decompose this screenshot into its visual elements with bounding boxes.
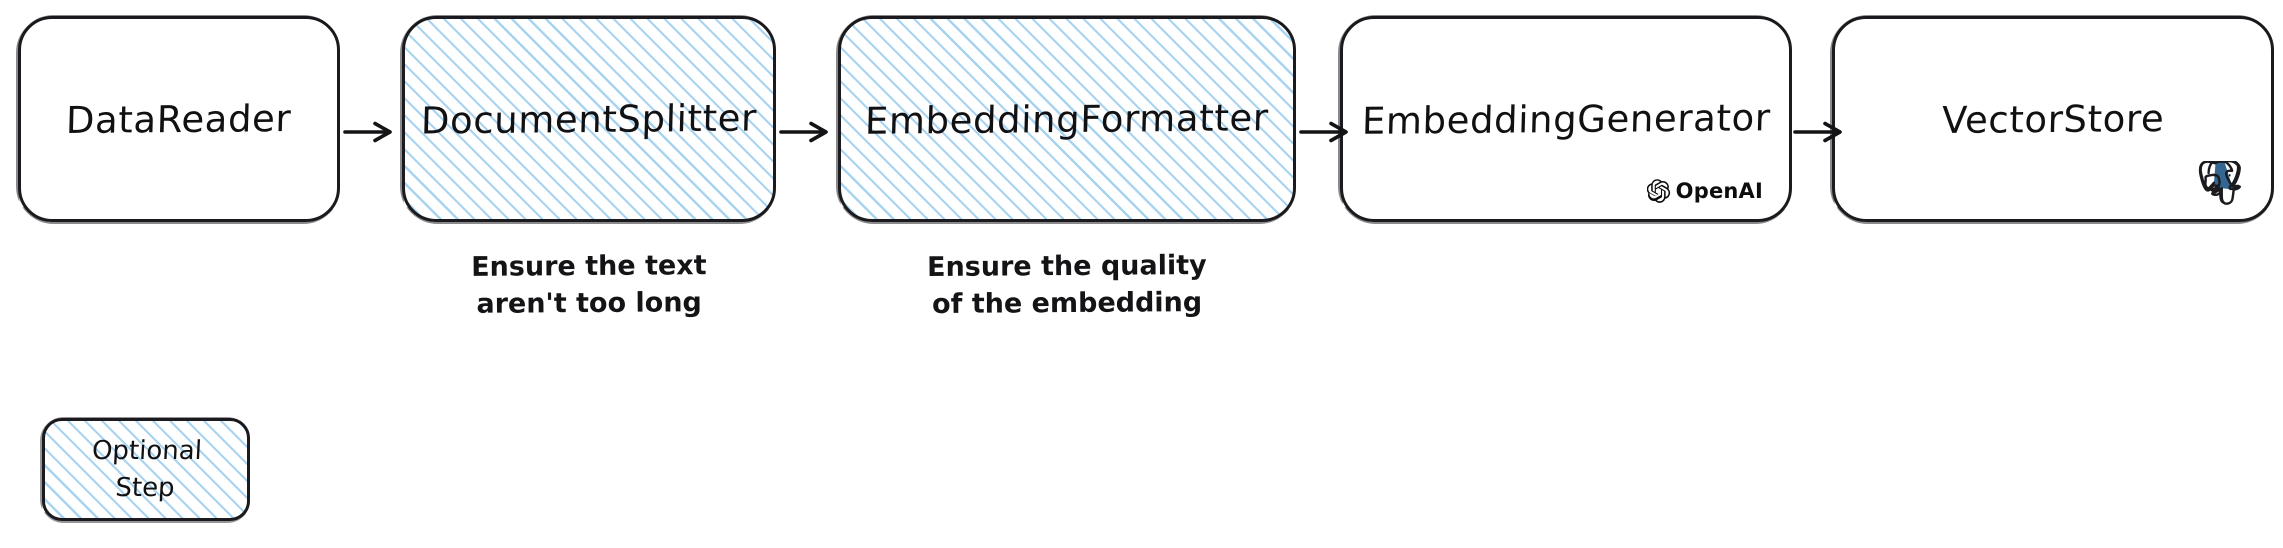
caption-document-splitter: Ensure the text aren't too long	[471, 250, 707, 321]
legend-label: Optional Step	[91, 435, 203, 503]
node-document-splitter[interactable]: DocumentSplitter	[402, 16, 776, 222]
vendor-badge-openai: OpenAI	[1646, 179, 1763, 203]
node-label: EmbeddingGenerator	[1361, 95, 1771, 143]
node-label: DataReader	[65, 96, 293, 142]
node-embedding-generator[interactable]: EmbeddingGenerator OpenAI	[1340, 16, 1792, 222]
caption-embedding-formatter: Ensure the quality of the embedding	[926, 250, 1207, 321]
openai-logo-icon	[1646, 179, 1670, 203]
node-data-reader[interactable]: DataReader	[18, 16, 340, 222]
node-label: EmbeddingFormatter	[864, 95, 1270, 143]
node-label: DocumentSplitter	[420, 96, 758, 142]
vendor-badge-postgresql	[2197, 161, 2241, 207]
arrow-right-icon	[779, 121, 828, 143]
arrow-right-icon	[1299, 121, 1348, 143]
node-label: VectorStore	[1941, 96, 2165, 142]
arrow-right-icon	[1793, 121, 1842, 143]
legend-optional-step[interactable]: Optional Step	[42, 418, 250, 521]
postgresql-elephant-icon	[2198, 161, 2241, 205]
node-embedding-formatter[interactable]: EmbeddingFormatter	[838, 16, 1296, 222]
arrow-right-icon	[343, 121, 392, 143]
node-vector-store[interactable]: VectorStore	[1832, 16, 2274, 222]
vendor-name: OpenAI	[1675, 179, 1763, 203]
